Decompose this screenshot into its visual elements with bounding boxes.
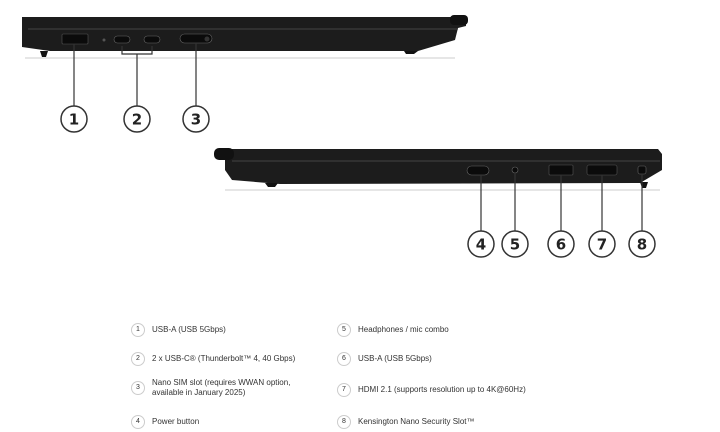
svg-text:5: 5: [510, 236, 520, 254]
callout-7: 7: [588, 230, 616, 258]
audio-jack-icon: [511, 166, 519, 174]
power-button-icon: [466, 165, 490, 176]
svg-text:4: 4: [476, 236, 486, 254]
usb-c-port-icon: [113, 35, 131, 44]
callout-5: 5: [501, 230, 529, 258]
svg-text:3: 3: [191, 111, 201, 129]
svg-text:1: 1: [69, 111, 79, 129]
leader-lines: [73, 43, 643, 231]
usb-c-port-icon: [143, 35, 161, 44]
svg-text:6: 6: [556, 236, 566, 254]
laptop-left-side: [22, 15, 468, 59]
callout-2: 2: [123, 105, 151, 133]
usb-a-port-icon: [548, 164, 574, 176]
laptop-right-side: [214, 148, 662, 191]
svg-text:8: 8: [637, 236, 647, 254]
callout-3: 3: [182, 105, 210, 133]
svg-text:2: 2: [132, 111, 142, 129]
callout-8: 8: [628, 230, 656, 258]
laptop-diagram: 1 2 3 4 5 6 7 8: [22, 15, 662, 258]
hdmi-port-icon: [586, 164, 618, 176]
security-slot-icon: [637, 165, 647, 175]
svg-text:7: 7: [597, 236, 607, 254]
callout-6: 6: [547, 230, 575, 258]
callout-4: 4: [467, 230, 495, 258]
usb-a-port-icon: [61, 33, 89, 45]
callout-1: 1: [60, 105, 88, 133]
